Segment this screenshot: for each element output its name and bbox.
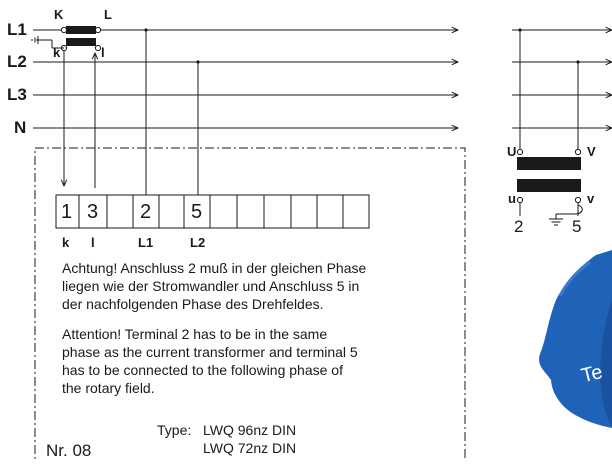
note-german: Achtung! Anschluss 2 muß in der gleichen… [62, 259, 366, 313]
note-en-line-4: the rotary field. [62, 380, 155, 396]
type-label: Type: [157, 422, 192, 438]
note-en-line-1: Attention! Terminal 2 has to be in the s… [62, 326, 328, 342]
note-english: Attention! Terminal 2 has to be in the s… [62, 325, 358, 397]
phase-label-l1: L1 [7, 20, 27, 39]
terminal-label-k: k [62, 235, 70, 250]
type-line-2: LWQ 72nz DIN [203, 440, 297, 456]
vt-label-U: U [507, 144, 517, 159]
current-transformer [31, 26, 102, 188]
phase-label-n: N [14, 118, 27, 137]
phase-label-l3: L3 [7, 85, 27, 104]
terminal-5: 5 [191, 201, 203, 223]
ct-label-k-upper: K [54, 7, 64, 22]
vt-label-v: v [587, 191, 595, 206]
ct-label-l-upper: L [104, 7, 112, 22]
document-number: Nr. 08 [46, 441, 92, 460]
note-en-line-3: has to be connected to the following pha… [62, 362, 343, 378]
type-line-1: LWQ 96nz DIN [203, 422, 297, 438]
vt-label-u: u [508, 191, 516, 206]
vt-terminal-5: 5 [572, 217, 582, 236]
note-en-line-2: phase as the current transformer and ter… [62, 344, 358, 360]
vt-phase-lines [512, 28, 612, 128]
note-de-line-3: der nachfolgenden Phase des Drehfeldes. [62, 296, 324, 312]
terminal-label-l1: L1 [138, 235, 154, 250]
note-de-line-1: Achtung! Anschluss 2 muß in der gleichen… [62, 260, 367, 276]
vt-terminal-2: 2 [514, 217, 524, 236]
note-de-line-2: liegen wie der Stromwandler und Anschlus… [62, 278, 360, 294]
terminal-strip [55, 194, 370, 229]
terminal-3: 3 [87, 201, 99, 223]
voltage-transformer [516, 30, 583, 226]
vt-label-V: V [587, 144, 596, 159]
brand-logo [539, 250, 612, 428]
terminal-1: 1 [61, 201, 73, 223]
terminal-2: 2 [140, 201, 152, 223]
phase-label-l2: L2 [7, 52, 27, 71]
ct-label-k-lower: k [53, 45, 61, 60]
terminal-label-l2: L2 [190, 235, 206, 250]
terminal-label-l: l [91, 235, 95, 250]
ct-label-l-lower: l [101, 45, 105, 60]
